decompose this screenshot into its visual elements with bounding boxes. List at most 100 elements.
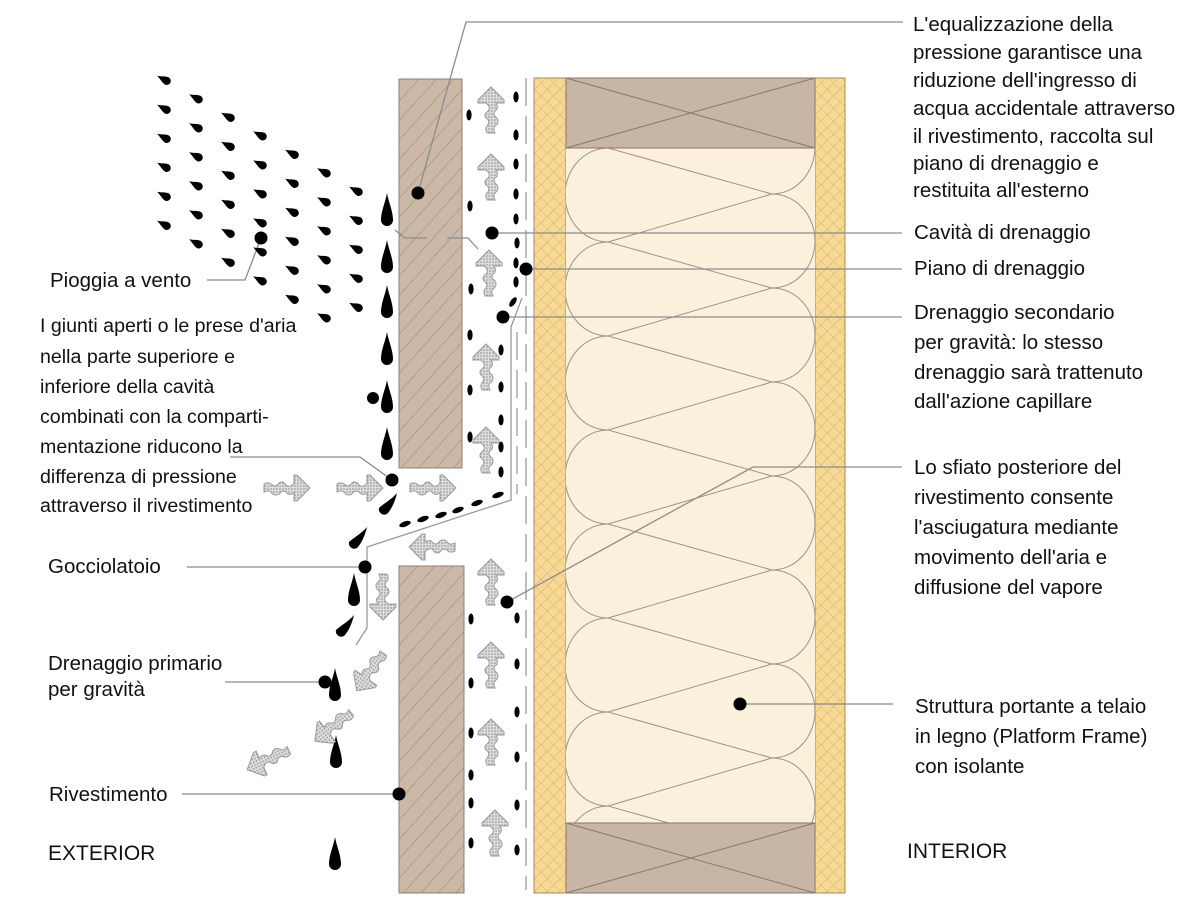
callout-line: I giunti aperti o le prese d'aria — [40, 315, 297, 337]
callout-line: pressione garantisce una — [913, 41, 1143, 64]
sheathing-exterior — [533, 77, 567, 894]
wind-rain-drop-icon — [349, 186, 363, 196]
callout-pressure-equalization: L'equalizzazione della pressione garanti… — [913, 13, 1175, 202]
cavity-droplet — [435, 511, 447, 519]
air-flow-arrow-icon — [477, 718, 505, 766]
insulation-batt — [566, 148, 815, 823]
raindrop-icon — [329, 837, 341, 870]
dot-back-ventilation — [500, 595, 514, 609]
cavity-droplet — [513, 213, 519, 225]
deflected-drop-icon — [378, 493, 397, 515]
callout-line: piano di drenaggio e — [913, 152, 1099, 175]
callout-line: mentazione riducono la — [40, 436, 243, 458]
wind-rain-drop-icon — [285, 178, 299, 188]
wind-rain-drop-icon — [189, 239, 203, 249]
wind-rain-drop-icon — [349, 244, 363, 254]
dot-primary-drainage — [318, 675, 332, 689]
wind-rain-drop-icon — [189, 152, 203, 162]
dot-drainage-cavity — [485, 226, 499, 240]
dot-open-joints — [385, 473, 399, 487]
cavity-droplet — [513, 158, 519, 170]
leader-lines — [182, 21, 903, 795]
zone-label-interior: INTERIOR — [907, 840, 1007, 863]
falling-rain-drops — [329, 193, 397, 870]
callout-line: dall'azione capillare — [914, 390, 1092, 413]
hidden-leader-segment — [447, 237, 479, 250]
wind-rain-drop-icon — [317, 255, 331, 265]
callout-line: riduzione dell'ingresso di — [913, 69, 1137, 92]
callout-cladding: Rivestimento — [49, 783, 168, 806]
cladding-lower-board — [398, 565, 465, 894]
cavity-droplet — [468, 613, 474, 625]
wind-rain-drop-icon — [221, 112, 235, 122]
wind-rain-drop-icon — [253, 160, 267, 170]
wind-rain-drop-icon — [189, 94, 203, 104]
callout-line: combinati con la comparti- — [40, 406, 269, 428]
callout-drainage-cavity: Cavità di drenaggio — [914, 221, 1091, 244]
wind-rain-drop-icon — [253, 131, 267, 141]
cavity-droplet — [514, 706, 520, 718]
bottom-plate — [565, 822, 816, 894]
wind-rain-drop-icon — [221, 141, 235, 151]
leader-dots — [254, 186, 747, 801]
callout-line: con isolante — [915, 755, 1024, 778]
air-flow-arrow-icon — [477, 641, 505, 689]
top-plate — [565, 77, 816, 149]
cavity-droplet — [492, 491, 504, 499]
leader-pressure-equalization — [417, 21, 903, 194]
callout-line: differenza di pressione — [40, 466, 237, 488]
wind-rain-drop-icon — [221, 257, 235, 267]
cavity-droplet — [468, 677, 474, 689]
cavity-droplet — [498, 414, 504, 426]
raindrop-icon — [348, 573, 360, 606]
air-flow-arrow-icon — [409, 474, 457, 502]
cavity-droplet — [468, 283, 474, 295]
cavity-droplet — [514, 612, 520, 624]
dot-drip-edge — [358, 560, 372, 574]
wind-rain-drop-icon — [317, 313, 331, 323]
callout-open-joints: I giunti aperti o le prese d'aria nella … — [40, 315, 297, 517]
cavity-droplet — [471, 499, 483, 507]
callout-line: rivestimento consente — [914, 486, 1113, 509]
raindrop-icon — [381, 240, 393, 273]
callout-line: L'equalizzazione della — [913, 13, 1114, 36]
callout-line: Lo sfiato posteriore del — [914, 456, 1121, 479]
callout-drainage-plane: Piano di drenaggio — [914, 257, 1085, 280]
callout-line: drenaggio sarà trattenuto — [914, 361, 1143, 384]
air-flow-arrow-icon — [306, 702, 360, 752]
cavity-droplet — [513, 257, 519, 269]
callout-line: Struttura portante a telaio — [915, 695, 1146, 718]
air-flow-arrow-icon — [477, 558, 505, 606]
cavity-droplet — [466, 109, 472, 121]
wind-rain-drop-icon — [157, 220, 171, 230]
wind-rain-drop-icon — [285, 294, 299, 304]
cavity-droplet — [467, 200, 473, 212]
deflected-drop-icon — [348, 527, 367, 549]
callout-line: acqua accidentale attraverso — [913, 97, 1175, 120]
cavity-droplet — [513, 91, 519, 103]
cavity-droplet — [514, 658, 520, 670]
flashing-line — [355, 297, 523, 646]
wind-rain-drop-icon — [157, 191, 171, 201]
wind-rain-drop-icon — [285, 265, 299, 275]
zone-label-exterior: EXTERIOR — [48, 842, 155, 865]
wind-rain-drop-icon — [253, 218, 267, 228]
cavity-droplet — [514, 799, 520, 811]
wind-driven-rain-drops — [157, 75, 363, 323]
raindrop-icon — [381, 193, 393, 226]
cavity-droplet — [468, 769, 474, 781]
air-flow-arrow-icon — [241, 737, 295, 783]
wind-rain-drop-icon — [317, 168, 331, 178]
air-flow-arrow-icon — [345, 645, 395, 699]
cavity-droplet — [468, 727, 474, 739]
leader-wind-driven-rain — [207, 237, 262, 281]
raindrop-icon — [381, 427, 393, 460]
cavity-droplet — [498, 344, 504, 356]
hidden-leader-segment — [394, 229, 427, 239]
cavity-droplet — [514, 751, 520, 763]
raindrop-icon — [381, 332, 393, 365]
cladding-upper-board — [398, 78, 463, 469]
cavity-droplet — [513, 129, 519, 141]
wind-rain-drop-icon — [157, 104, 171, 114]
wind-rain-drop-icon — [157, 162, 171, 172]
